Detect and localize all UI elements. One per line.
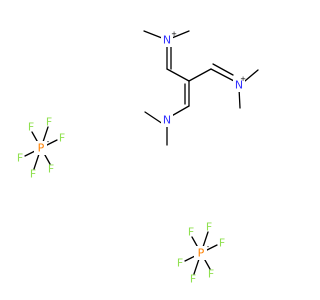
atom-n2: N + [233, 75, 246, 92]
atom-n1: N + [161, 30, 177, 47]
f3-left: F [59, 132, 65, 145]
f4-left: F [17, 152, 23, 165]
f4-right: F [177, 257, 183, 270]
bond-cc-cb [188, 68, 212, 82]
bond-n3-me1 [144, 111, 164, 125]
pf6-anion-left: P - F F F F F F [17, 116, 65, 181]
bond-ca-cc [166, 68, 190, 82]
atom-n1-symbol: N [163, 34, 171, 47]
f2-left: F [46, 116, 52, 129]
bond-cb-n2 [210, 68, 235, 82]
f6-right: F [208, 268, 214, 281]
f1-right: F [188, 226, 194, 239]
f6-left: F [48, 163, 54, 176]
f2-right: F [206, 221, 212, 234]
p2-symbol: P [198, 247, 205, 260]
p1-charge: - [47, 138, 50, 146]
f5-left: F [30, 168, 36, 181]
p1-symbol: P [38, 142, 45, 155]
f3-right: F [219, 237, 225, 250]
atom-n2-symbol: N [235, 79, 243, 92]
atom-n2-charge: + [240, 75, 246, 83]
p2-charge: - [207, 243, 210, 251]
f1-left: F [28, 121, 34, 134]
f5-right: F [190, 273, 196, 286]
structure-diagram: N + N + N P - F F F F F F P - [17, 30, 259, 286]
atom-n1-charge: + [171, 30, 177, 38]
atom-n3-symbol: N [163, 114, 171, 127]
bond-cb-n2-double [212, 63, 234, 76]
pf6-anion-right: P - F F F F F F [177, 221, 225, 286]
atom-n3: N [161, 114, 173, 127]
